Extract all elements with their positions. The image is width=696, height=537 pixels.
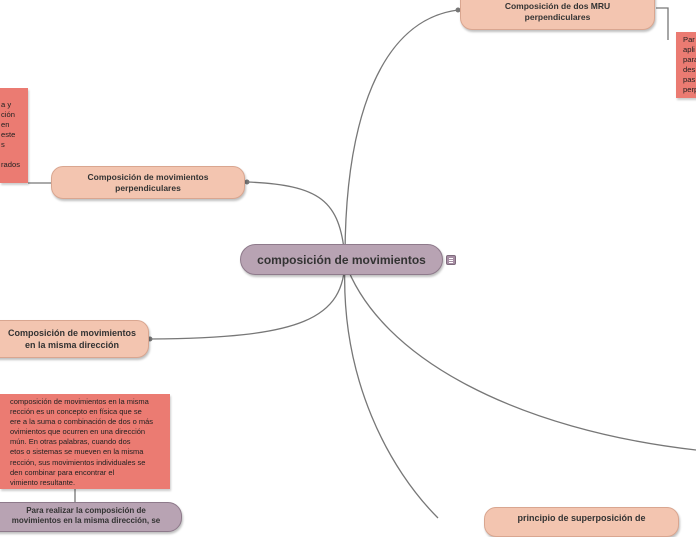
link-to-misma-direccion <box>149 257 346 340</box>
note-right-top: Par apli para des pas perp <box>676 32 696 98</box>
menu-icon[interactable] <box>446 255 456 265</box>
topic-para-realizar[interactable]: Para realizar la composición de movimien… <box>0 502 182 532</box>
topic-misma-direccion-label: Composición de movimientos en la misma d… <box>7 328 137 350</box>
topic-superposicion[interactable]: principio de superposición de <box>484 507 679 537</box>
link-to-superposicion <box>344 261 439 519</box>
link-to-mru <box>344 9 459 259</box>
link-to-perpendicular <box>246 181 346 259</box>
topic-mru-label: Composición de dos MRU perpendiculares <box>504 1 611 22</box>
central-topic[interactable]: composición de movimientos <box>240 244 443 275</box>
note-left-top: a y ción en este s rados <box>0 88 28 183</box>
note-definicion: composición de movimientos en la misma r… <box>0 394 170 489</box>
link-to-right-branch <box>344 261 696 451</box>
topic-superposicion-label: principio de superposición de <box>517 513 646 523</box>
topic-misma-direccion[interactable]: Composición de movimientos en la misma d… <box>0 320 149 358</box>
topic-mru-perpendiculares[interactable]: Composición de dos MRU perpendiculares <box>460 0 655 30</box>
topic-perpendicular-label: Composición de movimientos perpendicular… <box>87 171 209 193</box>
topic-movimientos-perpendiculares[interactable]: Composición de movimientos perpendicular… <box>51 166 245 199</box>
central-topic-label: composición de movimientos <box>257 252 426 267</box>
topic-para-realizar-label: Para realizar la composición de movimien… <box>11 506 161 525</box>
link-right-note <box>656 7 669 40</box>
